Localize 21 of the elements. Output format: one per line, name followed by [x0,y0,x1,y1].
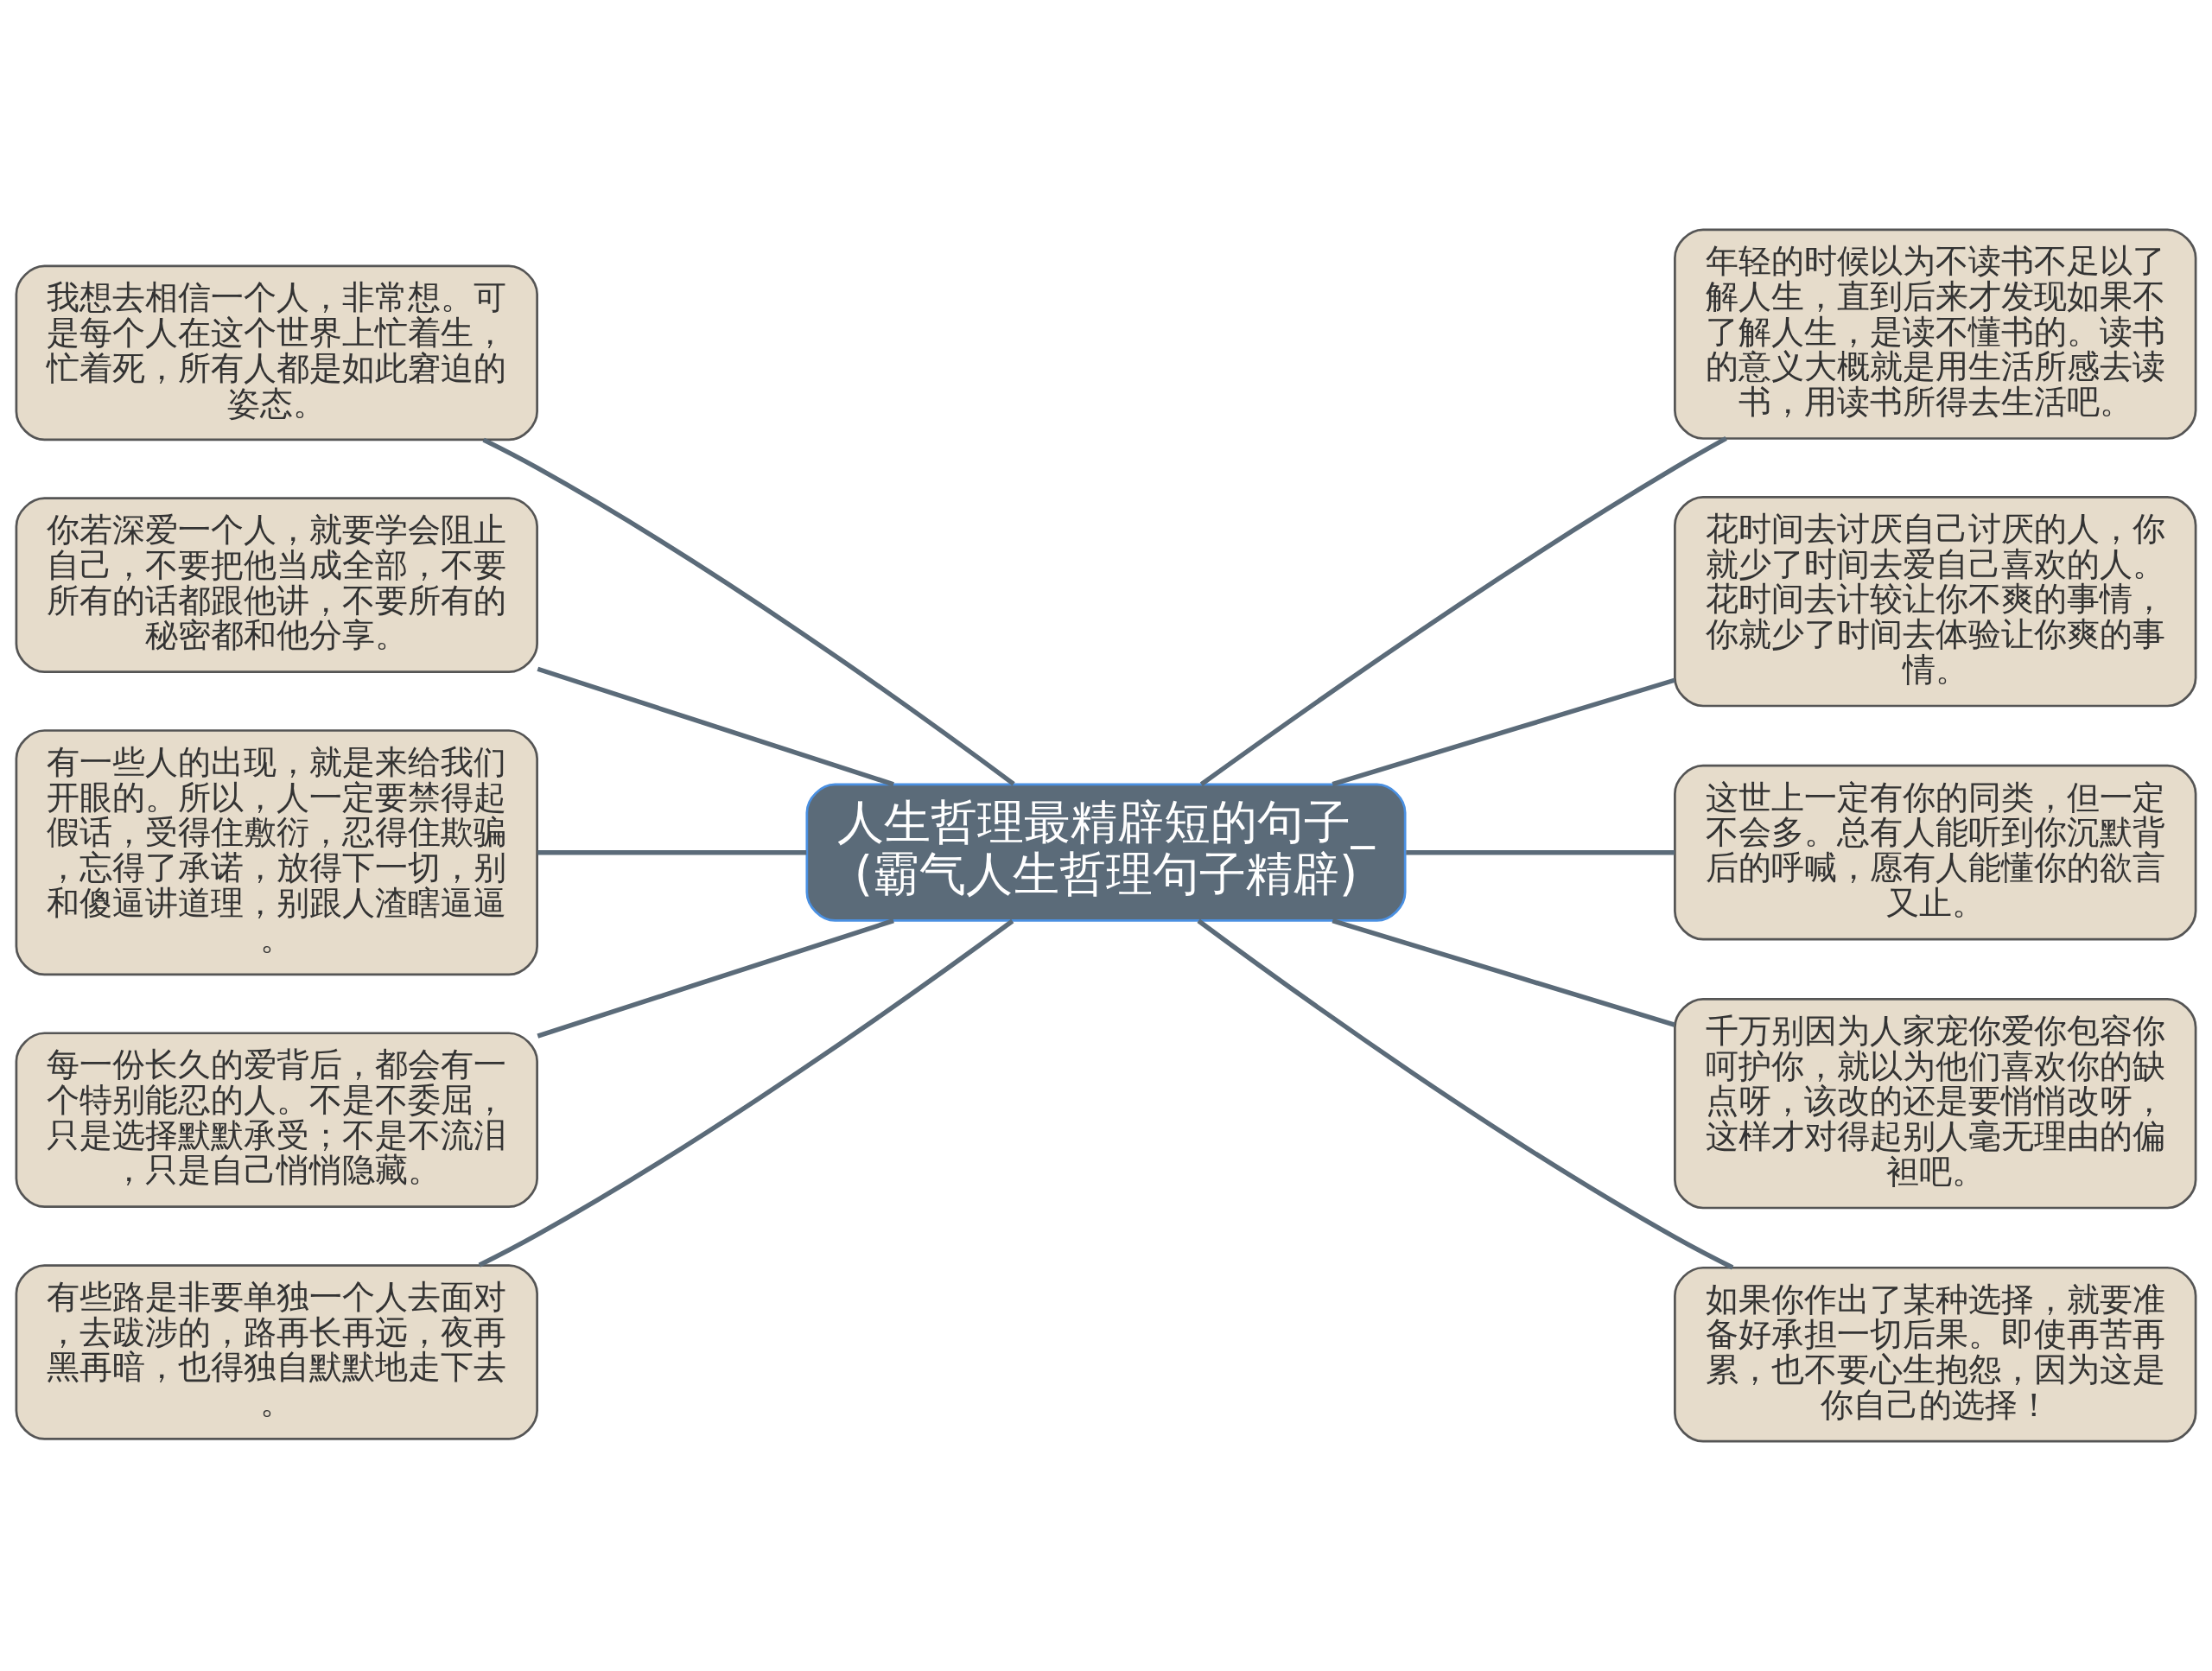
connector [482,437,1015,786]
connector [1332,918,1675,1027]
node-box: 有一些人的出现，就是来给我们开眼的。所以，人一定要禁得起假话，受得住敷衍，忍得住欺骗，忘得了承诺，放得下一切，别和傻逼讲道理，别跟人渣瞎逼逼。 [15,729,538,976]
connector [1197,918,1734,1270]
connector [537,918,894,1039]
node-box: 你若深爱一个人，就要学会阻止自己，不要把他当成全部，不要所有的话都跟他讲，不要所有的秘密都和他分享。 [15,497,538,673]
connector [1406,849,1675,855]
node-box: 人生哲理最精辟短的句子_(霸气人生哲理句子精辟) [805,783,1407,922]
connector [1332,677,1675,787]
node-box: 我想去相信一个人，非常想。可是每个人在这个世界上忙着生，忙着死，所有人都是如此窘迫的姿态。 [15,264,538,442]
node-box: 花时间去讨厌自己讨厌的人，你就少了时间去爱自己喜欢的人。花时间去计较让你不爽的事情，你就少了时间去体验让你爽的事情。 [1674,496,2197,708]
node-box: 如果你作出了某种选择，就要准备好承担一切后果。即使再苦再累，也不要心生抱怨，因为这是你自己的选择！ [1674,1266,2197,1443]
connector [478,918,1014,1268]
connector [1199,436,1727,786]
node-box: 千万别因为人家宠你爱你包容你呵护你，就以为他们喜欢你的缺点呀，该改的还是要悄悄改呀，这样才对得起别人毫无理由的偏袒吧。 [1674,998,2197,1210]
connector [537,849,807,855]
connector [537,666,894,787]
node-box: 年轻的时候以为不读书不足以了解人生，直到后来才发现如果不了解人生，是读不懂书的。读书的意义大概就是用生活所感去读书，用读书所得去生活吧。 [1674,228,2197,440]
node-box: 有些路是非要单独一个人去面对，去跋涉的，路再长再远，夜再黑再暗，也得独自默默地走下去。 [15,1264,538,1440]
node-box: 每一份长久的爱背后，都会有一个特别能忍的人。不是不委屈，只是选择默默承受；不是不流泪，只是自己悄悄隐藏。 [15,1032,538,1208]
node-box: 这世上一定有你的同类，但一定不会多。总有人能听到你沉默背后的呼喊，愿有人能懂你的欲言又止。 [1674,764,2197,941]
